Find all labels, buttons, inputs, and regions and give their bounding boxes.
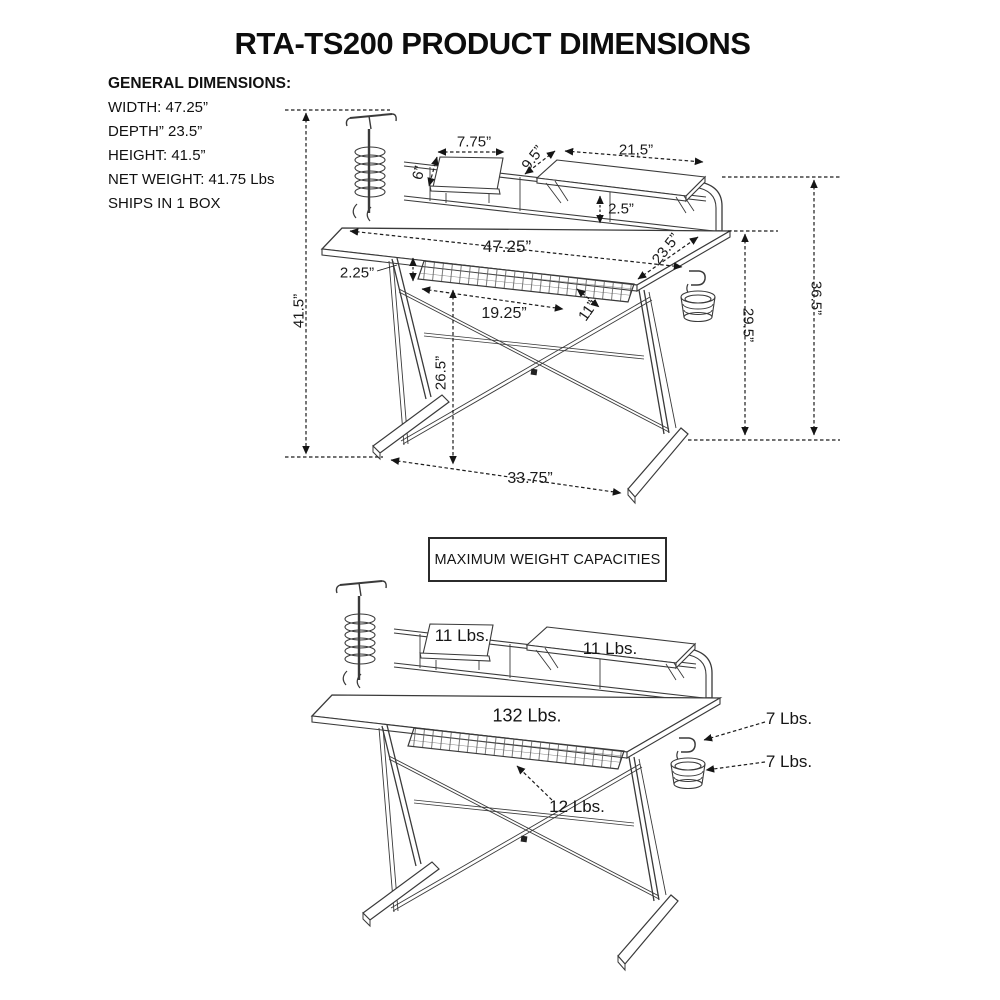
dim-line-desktop-depth: [637, 236, 699, 280]
weight-cup-holder: 7 Lbs.: [765, 752, 813, 771]
page-title: RTA-TS200 PRODUCT DIMENSIONS: [234, 26, 751, 61]
desk-bottom-view: [310, 579, 722, 972]
weight-headphone-hook: 7 Lbs.: [765, 709, 813, 728]
general-dimension-net-weight: NET WEIGHT: 41.75 Lbs: [108, 171, 275, 188]
general-dimensions-block: GENERAL DIMENSIONS: WIDTH: 47.25” DEPTH”…: [108, 72, 291, 216]
max-weight-capacities-box: MAXIMUM WEIGHT CAPACITIES: [428, 537, 667, 582]
leader-cup-weight: [705, 761, 766, 773]
dim-riser-height: 36.5”: [807, 280, 825, 316]
leader-hook-weight: [703, 721, 766, 742]
weight-desktop: 132 Lbs.: [492, 705, 562, 726]
dim-monitor-shelf-rise: 2.5”: [608, 200, 634, 218]
dim-desktop-thickness: 2.25”: [339, 264, 375, 282]
dim-basket-width: 19.25”: [481, 305, 527, 322]
general-dimension-ships: SHIPS IN 1 BOX: [108, 195, 221, 212]
leader-desktop-thickness: [376, 264, 398, 272]
dim-overall-height: 41.5”: [290, 293, 308, 329]
general-dimension-width: WIDTH: 47.25”: [108, 99, 209, 116]
weight-monitor-shelf: 11 Lbs.: [582, 639, 638, 658]
general-dimension-height: HEIGHT: 41.5”: [108, 147, 206, 164]
dim-line-monitor-shelf-width: [564, 147, 704, 166]
dim-monitor-shelf-width: 21,5”: [618, 141, 654, 159]
dim-line-basket-depth: [576, 288, 600, 308]
general-dimension-depth: DEPTH” 23.5”: [108, 123, 203, 140]
weight-leader-lines: [516, 721, 766, 801]
leader-basket-weight: [516, 765, 553, 801]
general-dimensions-heading: GENERAL DIMENSIONS:: [108, 75, 292, 92]
dim-line-foot-span: [390, 457, 622, 496]
dim-line-desktop-width: [349, 228, 683, 270]
dim-line-laptop-shelf-depth: [427, 156, 439, 187]
dim-line-shelf-gap: [524, 150, 556, 175]
dim-desktop-height: 29.5”: [739, 307, 757, 343]
dim-foot-span: 33.75”: [507, 470, 553, 487]
dimension-lines: [285, 109, 840, 496]
dim-desktop-width: 47.25”: [482, 237, 532, 256]
dim-underdesk-clearance: 26.5”: [432, 355, 450, 391]
weight-wire-basket: 12 Lbs.: [549, 797, 605, 816]
weight-laptop-shelf: 11 Lbs.: [434, 626, 490, 645]
dim-laptop-shelf-width: 7.75”: [456, 133, 492, 151]
